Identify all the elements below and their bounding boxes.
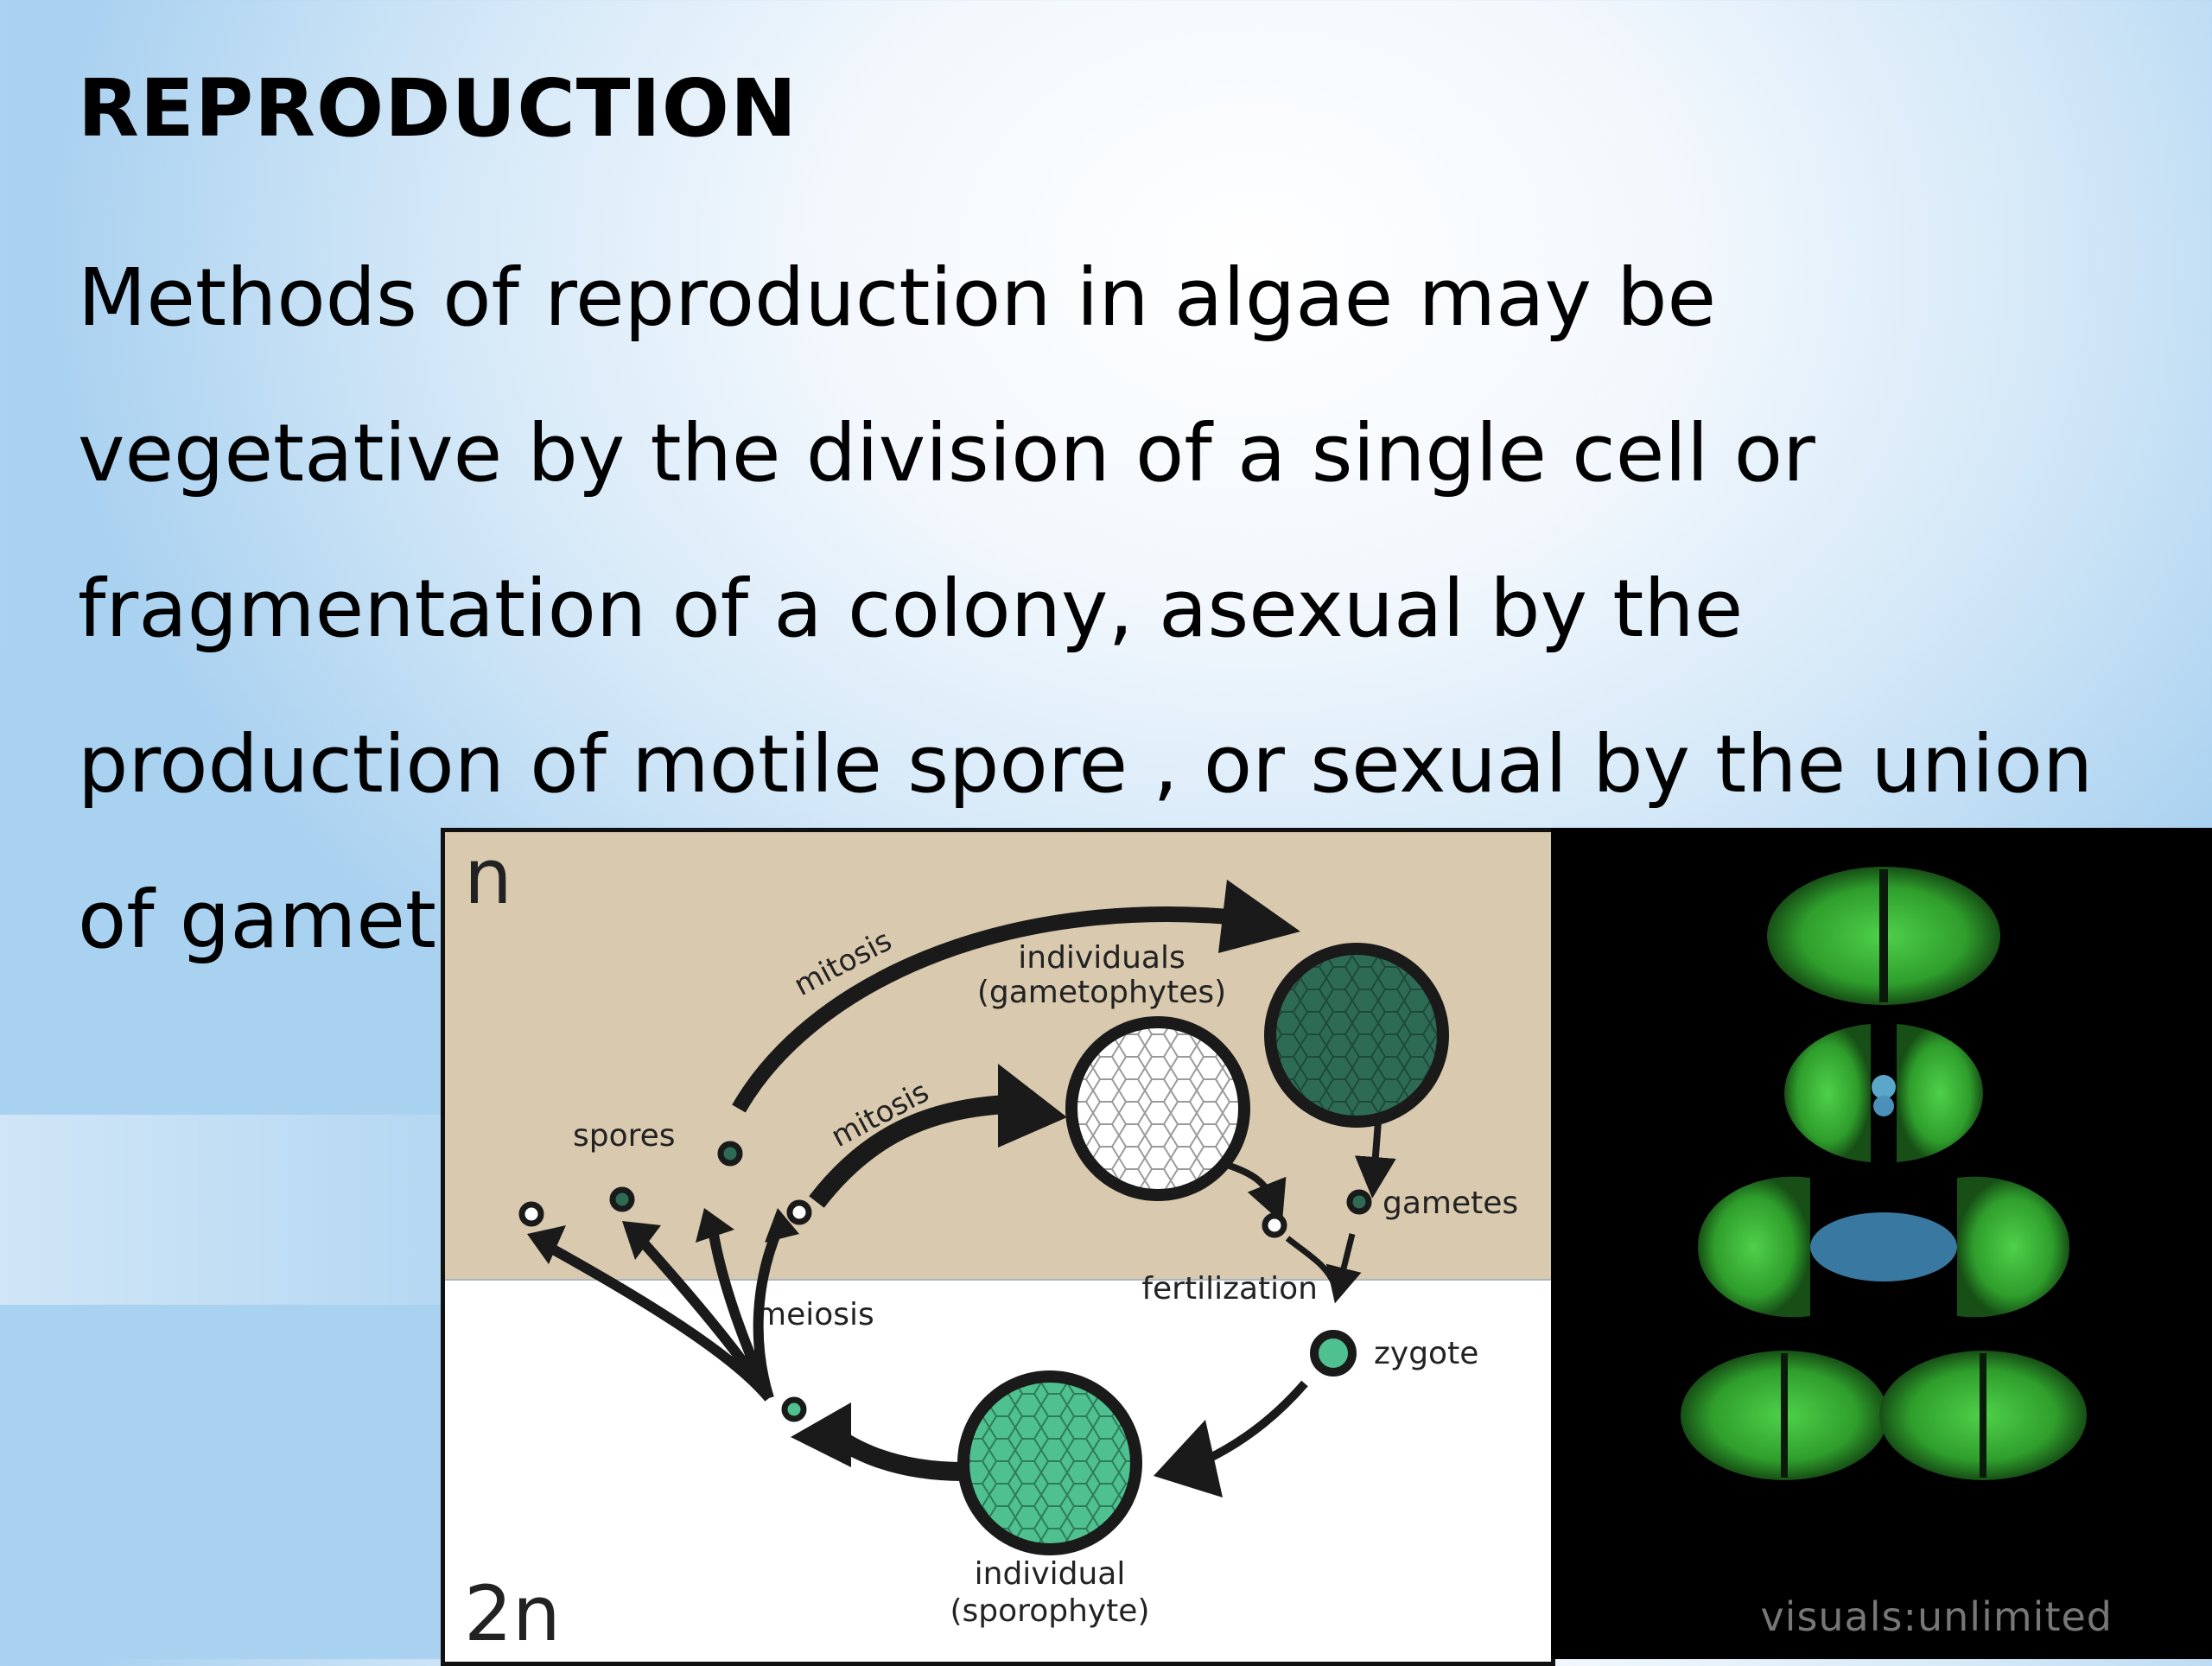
desmid-cell-stage-3: [1697, 1176, 2070, 1318]
label-zygote: zygote: [1374, 1336, 1478, 1371]
spore-dark-2: [717, 1141, 743, 1167]
label-individual-line2: (sporophyte): [950, 1593, 1150, 1629]
spore-dark-1: [609, 1186, 635, 1212]
label-meiosis: meiosis: [756, 1297, 874, 1332]
algae-life-cycle-diagram: n 2n mitosis individuals (gametophytes) …: [441, 828, 1555, 1666]
label-spores: spores: [573, 1118, 676, 1154]
arrow-mitosis-lower: [809, 1095, 1007, 1208]
label-individuals-line1: individuals: [1018, 940, 1185, 976]
arrow-to-gamete-dark: [1354, 1121, 1396, 1199]
arrowhead-mitosis-lower: [998, 1064, 1067, 1148]
desmid-division-photo: visuals:unlimited: [1551, 828, 2212, 1659]
gamete-dark: [1346, 1189, 1372, 1215]
photo-watermark: visuals:unlimited: [1760, 1593, 2113, 1640]
zygote-cell: [1310, 1330, 1357, 1377]
spore-white-left: [518, 1201, 544, 1227]
desmid-cell-stage-1: [1767, 867, 2000, 1005]
gametophyte-white: [1065, 1016, 1250, 1201]
label-individual-line1: individual: [975, 1556, 1126, 1592]
desmid-cell-stage-2: [1783, 1024, 1984, 1162]
ploidy-label-2n: 2n: [464, 1569, 561, 1658]
arrowhead-to-meiocyte: [791, 1402, 851, 1467]
spore-white-right: [786, 1199, 812, 1225]
sporophyte-cell: [957, 1370, 1142, 1555]
label-gametes: gametes: [1382, 1186, 1518, 1221]
arrow-mitosis-upper: [732, 906, 1249, 1113]
label-individuals-line2: (gametophytes): [977, 975, 1226, 1010]
desmid-cell-stage-4: [1681, 1351, 2087, 1480]
ploidy-label-n: n: [464, 832, 512, 921]
meiocyte-cell: [781, 1396, 807, 1422]
arrowhead-mitosis-upper: [1218, 880, 1300, 953]
arrowhead-to-sporophyte: [1154, 1420, 1223, 1497]
gametophyte-dark: [1264, 943, 1449, 1128]
label-fertilization: fertilization: [1141, 1271, 1318, 1307]
gamete-white: [1262, 1212, 1287, 1238]
arrow-meiosis-fan: [546, 1227, 783, 1402]
arrow-fertilization: [1285, 1233, 1352, 1286]
slide-title: REPRODUCTION: [78, 62, 798, 155]
arrow-to-gamete-white: [1225, 1161, 1287, 1224]
